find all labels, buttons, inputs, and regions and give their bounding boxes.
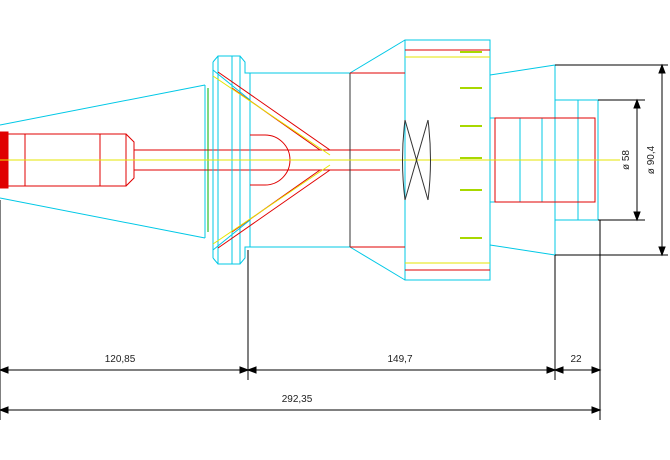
dim-dia-90-4: ø 90,4 bbox=[646, 145, 657, 174]
dim-292-35: 292,35 bbox=[282, 394, 313, 405]
dimension-lines bbox=[0, 63, 668, 420]
dim-120-85: 120,85 bbox=[105, 354, 136, 365]
center-cross bbox=[402, 119, 431, 201]
dim-149-7: 149,7 bbox=[387, 354, 412, 365]
taper-shank bbox=[0, 84, 206, 239]
nut-markers bbox=[460, 51, 482, 239]
dim-dia-58: ø 58 bbox=[621, 150, 632, 170]
dim-22: 22 bbox=[570, 354, 582, 365]
